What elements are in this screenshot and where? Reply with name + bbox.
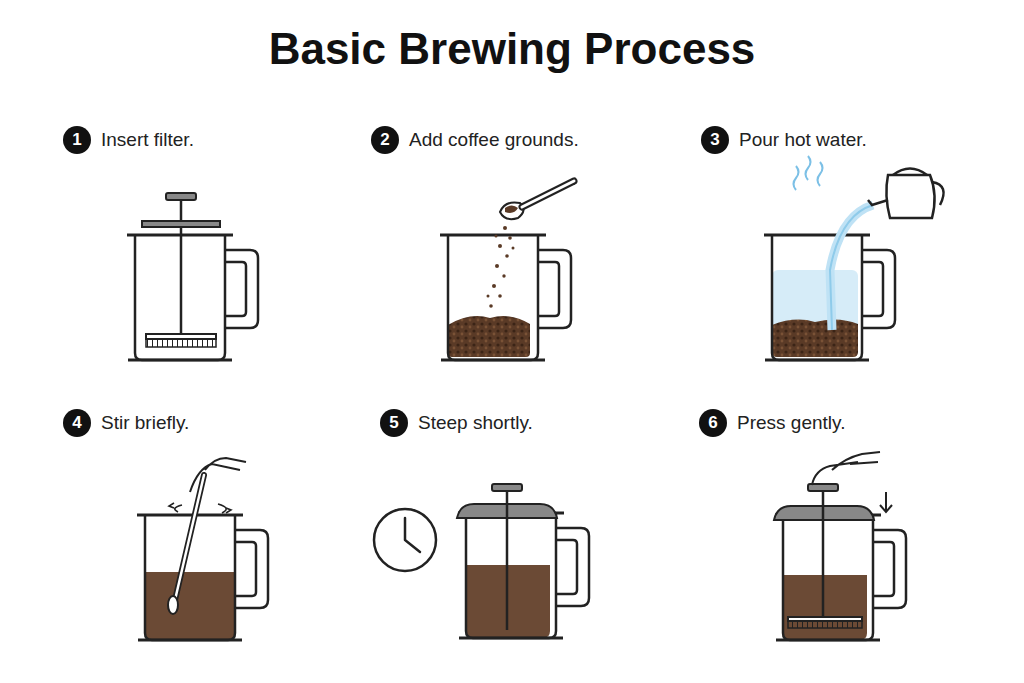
step-label: Add coffee grounds. xyxy=(409,129,579,151)
step: 1 Insert filter. xyxy=(63,126,198,156)
step-label: Press gently. xyxy=(737,412,845,434)
step: 3 Pour hot water. xyxy=(701,126,871,156)
step: 6 Press gently. xyxy=(699,409,849,439)
steep xyxy=(374,484,589,638)
step-label: Pour hot water. xyxy=(739,129,867,151)
step: 4 Stir briefly. xyxy=(63,409,193,439)
step: 2 Add coffee grounds. xyxy=(371,126,583,156)
step-number: 2 xyxy=(371,126,399,154)
title: Basic Brewing Process xyxy=(0,24,1024,74)
step-label: Stir briefly. xyxy=(101,412,189,434)
step: 5 Steep shortly. xyxy=(380,409,537,439)
step-number: 5 xyxy=(380,409,408,437)
step-number: 6 xyxy=(699,409,727,437)
add-grounds xyxy=(440,181,574,360)
step-label: Steep shortly. xyxy=(418,412,533,434)
press-filter xyxy=(127,193,258,360)
step-number: 4 xyxy=(63,409,91,437)
step-number: 1 xyxy=(63,126,91,154)
step-number: 3 xyxy=(701,126,729,154)
press xyxy=(774,452,906,640)
step-label: Insert filter. xyxy=(101,129,194,151)
stir xyxy=(137,458,268,640)
pour-water xyxy=(764,156,944,360)
